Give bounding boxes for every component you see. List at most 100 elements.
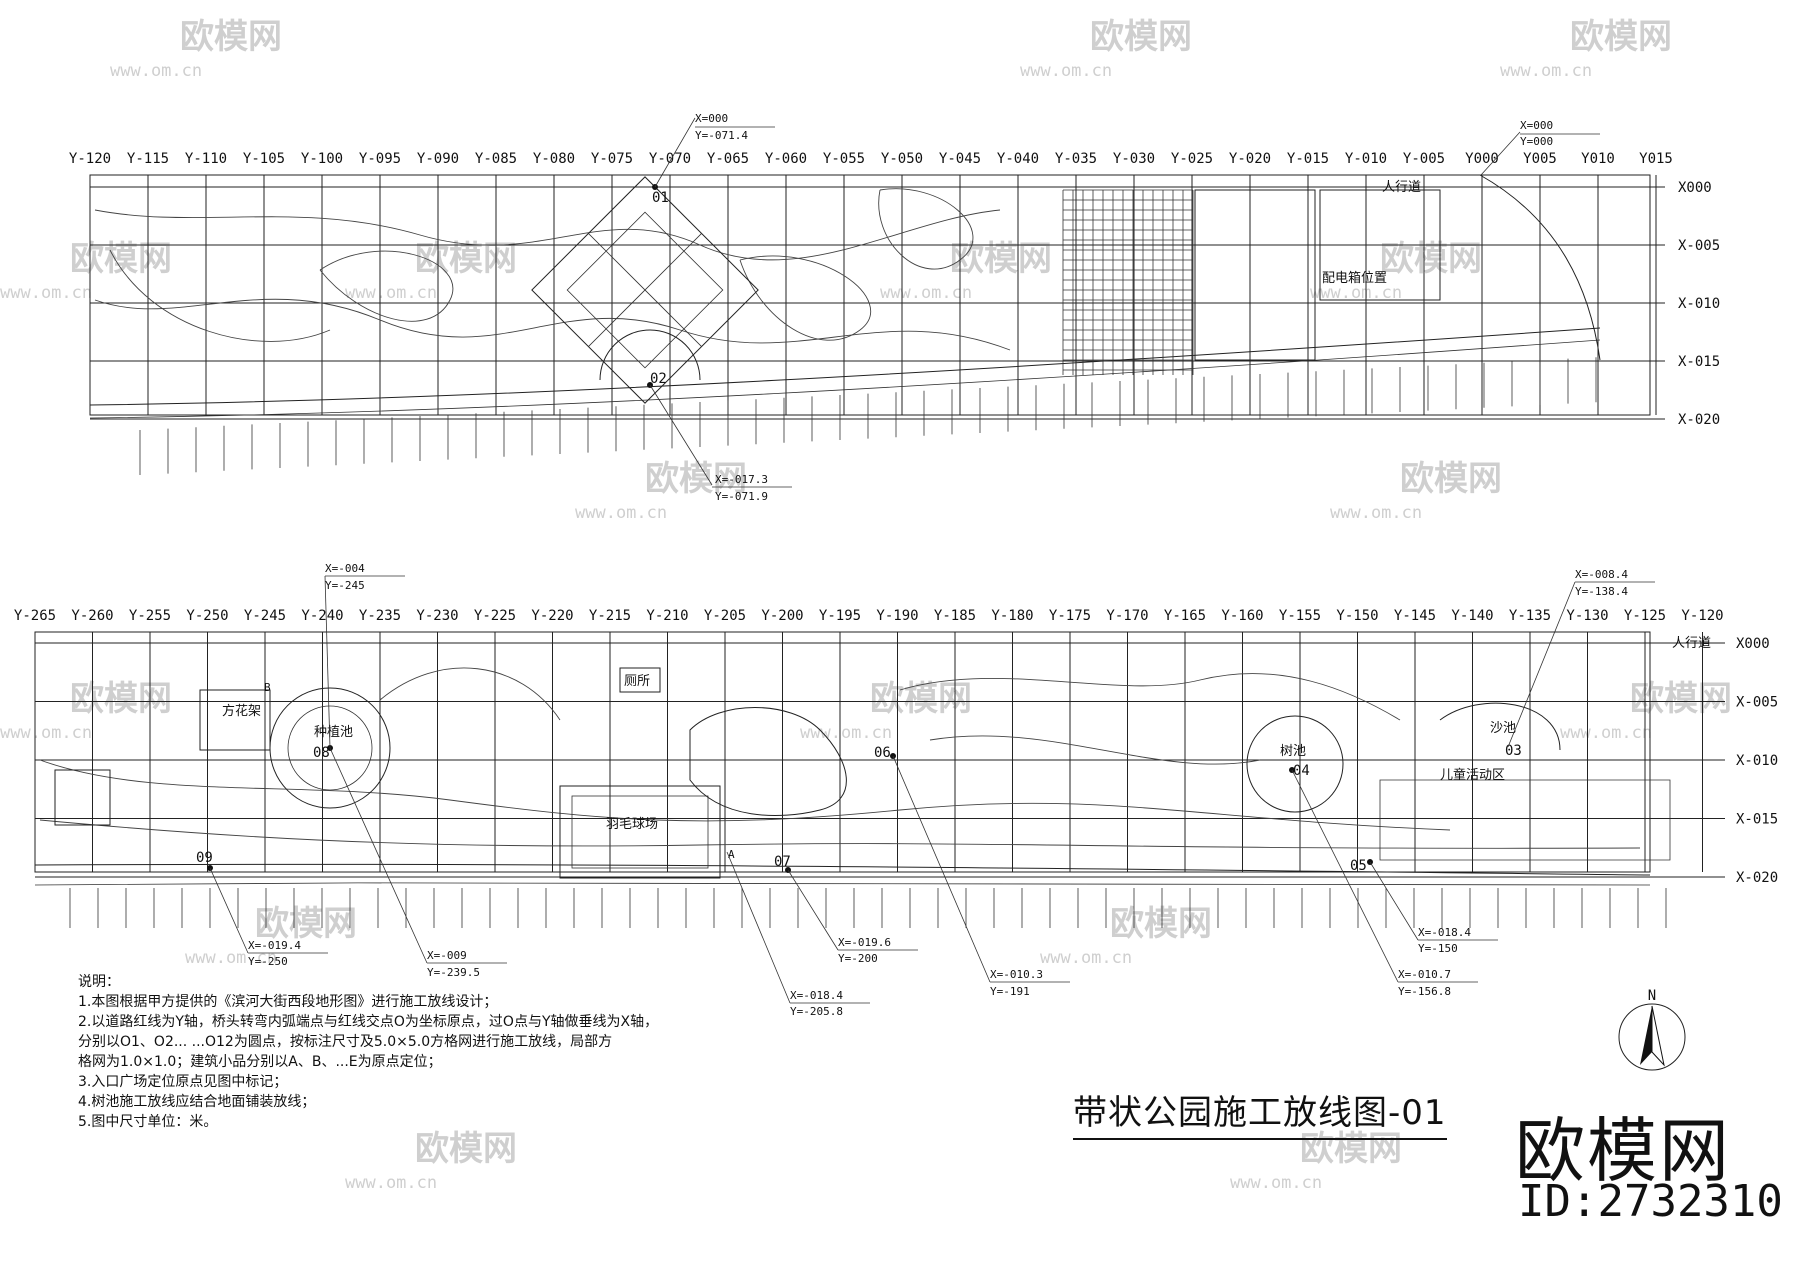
north-arrow: N xyxy=(1618,988,1686,1071)
top-y-label: Y-075 xyxy=(591,151,633,167)
watermark-url: www.om.cn xyxy=(1500,61,1592,81)
watermark-url: www.om.cn xyxy=(110,61,202,81)
bottom-y-label: Y-155 xyxy=(1279,608,1321,624)
top-y-label: Y-055 xyxy=(823,151,865,167)
bottom-y-label: Y-150 xyxy=(1336,608,1378,624)
bottom-x-label: X000 xyxy=(1736,636,1770,652)
tree-pool-label: 树池 xyxy=(1280,744,1306,759)
point-02-label: 02 xyxy=(650,371,667,387)
bottom-y-label: Y-175 xyxy=(1049,608,1091,624)
point-06-label: 06 xyxy=(874,745,891,761)
bottom-contour-3 xyxy=(379,667,561,721)
bottom-y-label: Y-250 xyxy=(186,608,228,624)
north-label: N xyxy=(1648,988,1656,1004)
point-04-label: 05 xyxy=(1350,858,1367,874)
top-y-label: Y-050 xyxy=(881,151,923,167)
watermark-brand: 欧模网 xyxy=(70,239,172,279)
top-y-label: Y-085 xyxy=(475,151,517,167)
coord-top-3-x: X=-017.3 xyxy=(715,473,768,486)
watermark-url: www.om.cn xyxy=(880,283,972,303)
coord-bot-1-x: X=-004 xyxy=(325,562,365,575)
coord-bot-7-y: Y=-191 xyxy=(990,985,1030,998)
bottom-y-label: Y-215 xyxy=(589,608,631,624)
top-y-label: Y-115 xyxy=(127,151,169,167)
bottom-y-label: Y-225 xyxy=(474,608,516,624)
bottom-y-label: Y-195 xyxy=(819,608,861,624)
pergola-label: 方花架 xyxy=(222,703,261,719)
badminton-court-outer xyxy=(559,785,721,879)
top-contour-1 xyxy=(109,249,331,342)
watermark-url: www.om.cn xyxy=(1020,61,1112,81)
planting-pool-label: 种植池 xyxy=(314,725,353,740)
watermark-brand: 欧模网 xyxy=(1400,459,1502,499)
watermark-url: www.om.cn xyxy=(0,283,92,303)
top-y-label: Y-015 xyxy=(1287,151,1329,167)
children-area-label: 儿童活动区 xyxy=(1440,767,1505,783)
badminton-court-label: 羽毛球场 xyxy=(606,817,658,832)
notes-line-6: 4.树池施工放线应结合地面铺装放线； xyxy=(78,1094,316,1110)
watermark-url: www.om.cn xyxy=(575,503,667,523)
top-grid-verticals xyxy=(89,175,1657,415)
coord-top-3-y: Y=-071.9 xyxy=(715,490,768,503)
bottom-y-label: Y-265 xyxy=(14,608,56,624)
top-road-edge xyxy=(89,327,1601,406)
point-B-label: B xyxy=(264,681,271,694)
bottom-y-label: Y-170 xyxy=(1106,608,1148,624)
top-y-label: Y-095 xyxy=(359,151,401,167)
watermark-url: www.om.cn xyxy=(1230,1173,1322,1193)
leader-top-2 xyxy=(1480,131,1521,176)
notes-line-2: 2.以道路红线为Y轴，桥头转弯内弧端点与红线交点O为坐标原点，过O点与Y轴做垂线… xyxy=(78,1014,659,1030)
coord-bot-4-x: X=-009 xyxy=(427,949,467,962)
leader-top-3 xyxy=(649,384,713,486)
top-grid-horizontals xyxy=(90,186,1665,420)
watermark-brand: 欧模网 xyxy=(415,1129,517,1169)
top-stair-block xyxy=(1194,189,1316,361)
bottom-y-label: Y-120 xyxy=(1681,608,1723,624)
badminton-court-inner xyxy=(571,795,709,869)
top-y-label: Y-065 xyxy=(707,151,749,167)
notes-heading: 说明： xyxy=(78,974,120,990)
bottom-road-edge xyxy=(34,863,1651,876)
watermark-url: www.om.cn xyxy=(800,723,892,743)
notes-block: 说明： 1.本图根据甲方提供的《滨河大街西段地形图》进行施工放线设计； 2.以道… xyxy=(78,972,778,1132)
notes-line-3: 分别以O1、O2... ...O12为圆点，按标注尺寸及5.0×5.0方格网进行… xyxy=(78,1034,613,1050)
top-contour-4 xyxy=(878,188,974,270)
coord-top-2-x: X=000 xyxy=(1520,119,1553,132)
brand-id: ID:2732310 xyxy=(1518,1176,1783,1227)
power-box-label: 配电箱位置 xyxy=(1322,270,1387,286)
coord-bot-5-x: X=-019.6 xyxy=(838,936,891,949)
watermark-brand: 欧模网 xyxy=(1110,904,1212,944)
top-x-label: X-010 xyxy=(1678,296,1720,312)
top-y-label: Y-090 xyxy=(417,151,459,167)
bottom-y-label: Y-165 xyxy=(1164,608,1206,624)
watermark-url: www.om.cn xyxy=(345,1173,437,1193)
coord-bot-9-y: Y=-156.8 xyxy=(1398,985,1451,998)
children-area xyxy=(1379,779,1671,861)
top-y-label: Y-025 xyxy=(1171,151,1213,167)
bottom-x-label: X-005 xyxy=(1736,695,1778,711)
watermark-brand: 欧模网 xyxy=(1090,17,1192,57)
bottom-plan-frame xyxy=(34,631,1651,873)
top-road-ticks xyxy=(139,357,1597,475)
top-x-label: X-020 xyxy=(1678,412,1720,428)
bottom-grid-verticals xyxy=(34,632,1703,872)
bottom-y-label: Y-240 xyxy=(301,608,343,624)
top-y-label: Y005 xyxy=(1523,151,1557,167)
watermark-url: www.om.cn xyxy=(1310,283,1402,303)
coord-bot-3-x: X=-019.4 xyxy=(248,939,301,952)
watermark-url: www.om.cn xyxy=(1560,723,1652,743)
left-feature-box xyxy=(54,769,111,826)
bottom-y-label: Y-235 xyxy=(359,608,401,624)
bottom-contour-2 xyxy=(929,735,1261,765)
bottom-y-label: Y-190 xyxy=(876,608,918,624)
top-y-label: Y-020 xyxy=(1229,151,1271,167)
bottom-x-label: X-020 xyxy=(1736,870,1778,886)
top-y-label: Y-045 xyxy=(939,151,981,167)
top-plaza-diamond xyxy=(531,176,759,404)
toilet-label: 厕所 xyxy=(624,674,650,689)
notes-line-1: 1.本图根据甲方提供的《滨河大街西段地形图》进行施工放线设计； xyxy=(78,994,498,1010)
watermark-url: www.om.cn xyxy=(0,723,92,743)
top-y-label: Y-080 xyxy=(533,151,575,167)
